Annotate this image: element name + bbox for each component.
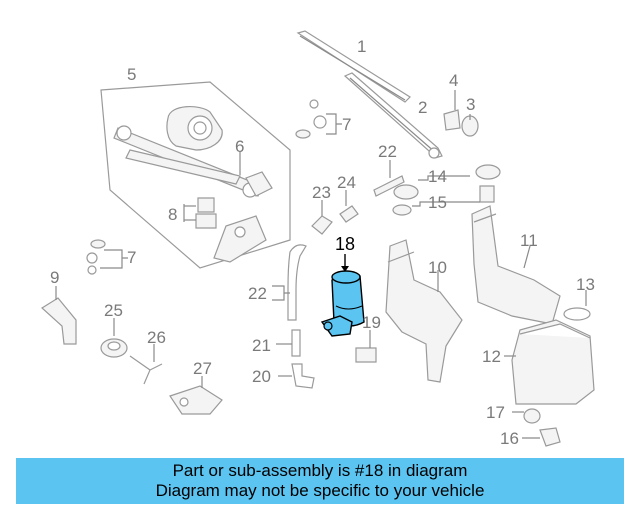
part-19-grommet bbox=[355, 330, 377, 363]
part-8-bushings bbox=[183, 197, 217, 229]
part-14-seal bbox=[393, 164, 501, 200]
part-27-nozzle bbox=[169, 376, 223, 415]
part-20-elbow bbox=[278, 363, 315, 389]
callout-1: 1 bbox=[357, 37, 366, 56]
info-banner: Part or sub-assembly is #18 in diagram D… bbox=[16, 458, 624, 504]
callout-27: 27 bbox=[193, 359, 212, 378]
callout-13: 13 bbox=[576, 275, 595, 294]
callout-6: 6 bbox=[235, 137, 244, 156]
part-10-reservoir-neck bbox=[385, 239, 463, 383]
part-21-hose-piece bbox=[276, 329, 301, 357]
callout-25: 25 bbox=[104, 301, 123, 320]
callout-10: 10 bbox=[428, 258, 447, 277]
motor-mount-bracket bbox=[213, 215, 267, 263]
part-3-cap bbox=[461, 114, 479, 137]
callout-7-lower: 7 bbox=[127, 248, 136, 267]
callout-8: 8 bbox=[168, 205, 177, 224]
part-1-wiper-blade bbox=[296, 30, 411, 103]
callout-16: 16 bbox=[500, 429, 519, 448]
callout-23: 23 bbox=[312, 183, 331, 202]
callout-26: 26 bbox=[147, 328, 166, 347]
part-16-pump bbox=[522, 427, 561, 447]
part-23-connector bbox=[311, 200, 333, 235]
part-4-cap bbox=[443, 90, 461, 131]
part-18-washer-pump-highlighted bbox=[320, 254, 365, 337]
part-12-tank bbox=[504, 319, 595, 405]
part-25-grommet bbox=[100, 318, 128, 358]
callout-9: 9 bbox=[50, 268, 59, 287]
part-17-grommet bbox=[512, 408, 541, 424]
part-2-wiper-arm bbox=[343, 72, 443, 159]
callout-22-left: 22 bbox=[248, 284, 267, 303]
callout-20: 20 bbox=[252, 367, 271, 386]
callout-14: 14 bbox=[428, 167, 447, 186]
part-26-hose-connector bbox=[129, 344, 163, 385]
banner-line-2: Diagram may not be specific to your vehi… bbox=[155, 481, 485, 500]
callout-18: 18 bbox=[335, 234, 355, 254]
callout-11: 11 bbox=[520, 231, 538, 250]
part-13-ring bbox=[563, 290, 591, 321]
callout-24: 24 bbox=[337, 173, 356, 192]
part-22-hose-top bbox=[373, 160, 405, 197]
part-7-lower-hardware bbox=[86, 239, 128, 275]
callout-22-top: 22 bbox=[378, 142, 397, 161]
callout-19: 19 bbox=[362, 313, 381, 332]
callout-5: 5 bbox=[127, 65, 136, 84]
callout-3: 3 bbox=[466, 95, 475, 114]
callout-21: 21 bbox=[252, 336, 271, 355]
part-9-bracket bbox=[41, 286, 77, 345]
callout-15: 15 bbox=[428, 193, 447, 212]
callout-2: 2 bbox=[418, 98, 427, 117]
callout-7-upper: 7 bbox=[342, 115, 351, 134]
part-11-reservoir bbox=[471, 205, 561, 325]
part-15-seal bbox=[392, 185, 495, 216]
callout-17: 17 bbox=[486, 403, 505, 422]
part-7-upper-hardware bbox=[295, 99, 342, 139]
banner-line-1: Part or sub-assembly is #18 in diagram bbox=[172, 461, 468, 480]
part-22-hose-left bbox=[272, 244, 307, 321]
parts-diagram: 1 2 3 4 5 6 7 7 8 9 10 11 12 13 14 15 16… bbox=[41, 30, 595, 448]
part-6-link-bracket bbox=[239, 152, 273, 197]
callout-12: 12 bbox=[482, 347, 501, 366]
part-24-connector bbox=[339, 190, 359, 223]
callout-4: 4 bbox=[449, 71, 458, 90]
